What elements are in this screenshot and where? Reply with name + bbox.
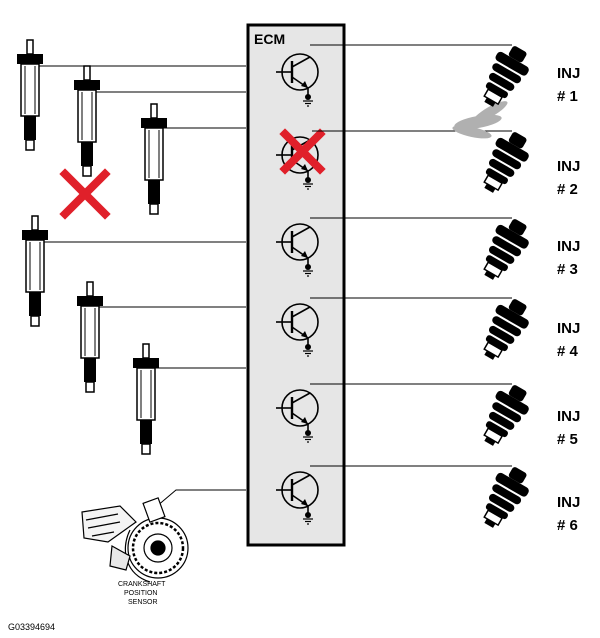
crank-sensor-label-line2: POSITION	[124, 590, 157, 597]
fuel-spray	[452, 101, 508, 139]
coil-fault-x-mark	[59, 168, 111, 220]
ignition-coil-6	[132, 343, 160, 455]
injector-4-label-line1: INJ	[557, 320, 580, 337]
injector-4-label-line2: # 4	[557, 343, 579, 360]
injector-6	[472, 460, 537, 536]
injector-1-label-line2: # 1	[557, 88, 578, 105]
injector-6-label-line1: INJ	[557, 494, 580, 511]
injector-4	[472, 292, 537, 368]
injector-3-label-line2: # 3	[557, 261, 578, 278]
ignition-coil-2	[73, 65, 101, 177]
injector-6-label-line2: # 6	[557, 517, 578, 534]
injector-1-label-line1: INJ	[557, 65, 580, 82]
crank-sensor-label-line1: CRANKSHAFT	[118, 581, 166, 588]
injector-5-label-line2: # 5	[557, 431, 578, 448]
ecm-box	[246, 23, 346, 547]
ignition-coil-4	[21, 215, 49, 327]
injector-2-label-line2: # 2	[557, 181, 578, 198]
figure-id: G03394694	[8, 622, 55, 632]
crank-sensor-label-line3: SENSOR	[128, 599, 158, 606]
crankshaft-sensor-illustration	[81, 497, 189, 583]
ignition-coil-5	[76, 281, 104, 393]
injector-5	[472, 378, 537, 454]
injector-5-label-line1: INJ	[557, 408, 580, 425]
injector-3-label-line1: INJ	[557, 238, 580, 255]
ecm-label: ECM	[254, 31, 285, 47]
ignition-coil-1	[16, 39, 44, 151]
injector-3	[472, 212, 537, 288]
injector-2-label-line1: INJ	[557, 158, 580, 175]
driver-fault-x-mark	[279, 128, 326, 175]
ignition-coil-3	[140, 103, 168, 215]
